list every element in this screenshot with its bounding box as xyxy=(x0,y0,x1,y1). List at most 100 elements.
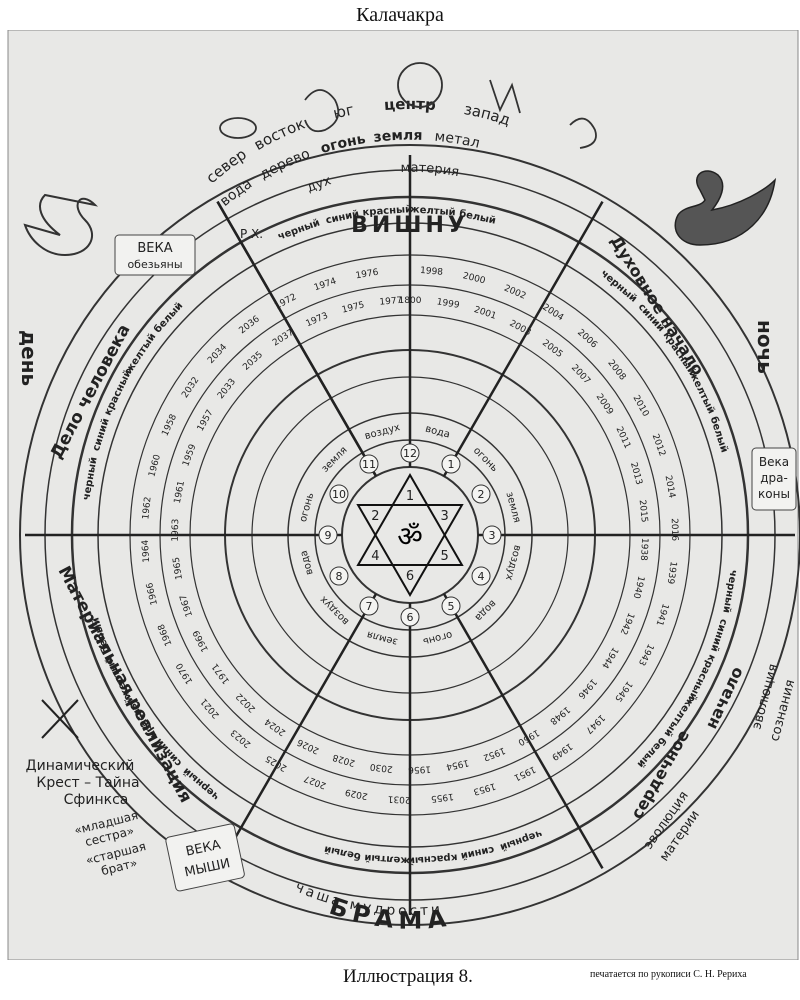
sphinx-cross xyxy=(41,699,79,739)
vishnu-label: ВИШНУ xyxy=(351,213,469,238)
inner-number-circle-9 xyxy=(318,525,338,545)
paper-background xyxy=(7,30,799,960)
inner-number-circle-11 xyxy=(359,454,379,474)
spokes xyxy=(25,155,795,915)
year-1965-56: 1965 xyxy=(172,556,185,580)
inner-number-3: 3 xyxy=(489,529,496,542)
year-1956-38: 1956 xyxy=(408,763,432,774)
year-1963-58: 1963 xyxy=(171,519,181,542)
star-number-5: 5 xyxy=(441,549,449,564)
year-2029-41: 2029 xyxy=(344,786,369,800)
animal-glyphs xyxy=(219,62,597,149)
year-1976-75: 1976 xyxy=(355,268,379,282)
veka-myshi-box xyxy=(165,823,245,892)
color-label-0-2: красный xyxy=(362,204,412,218)
dragon-icon xyxy=(304,89,340,133)
year-1939-21: 1939 xyxy=(665,561,678,585)
ring-outer xyxy=(19,144,800,926)
cross-label-2: Крест – Тайна xyxy=(36,775,139,791)
year-2014-17: 2014 xyxy=(663,475,677,500)
inner-number-10: 10 xyxy=(332,488,346,501)
cat-icon xyxy=(569,117,597,149)
sub-earth: земля xyxy=(373,128,423,146)
inner-number-circle-2 xyxy=(471,484,491,504)
inner-number-circle-7 xyxy=(359,596,379,616)
veka-myshi-1: ВЕКА xyxy=(184,838,222,860)
year-1964-57: 1964 xyxy=(141,539,152,563)
year-2015-18: 2015 xyxy=(637,499,649,523)
year-1954-36: 1954 xyxy=(445,757,470,771)
inner-number-7: 7 xyxy=(366,600,373,613)
star-number-4: 4 xyxy=(371,549,379,564)
inner-number-circle-6 xyxy=(400,607,420,627)
matter-label: материя xyxy=(400,161,460,180)
year-1977-76: 1977 xyxy=(379,296,403,308)
year-1800-0: 1800 xyxy=(399,296,422,306)
figure-caption: Иллюстрация 8. xyxy=(343,966,473,987)
swan-left-icon xyxy=(23,193,99,257)
veka-drakona-box xyxy=(751,447,797,511)
color-label-3-3: желтый xyxy=(364,852,411,866)
year-1961-60: 1961 xyxy=(173,480,187,504)
inner-number-4: 4 xyxy=(478,570,485,583)
star-number-1: 1 xyxy=(406,489,414,504)
spoke-1 xyxy=(442,200,604,477)
peacock-icon xyxy=(397,62,443,108)
star-triangle-down xyxy=(356,504,464,598)
swan-right-icon xyxy=(674,170,777,246)
inner-number-5: 5 xyxy=(448,600,455,613)
veka-obezyany-box xyxy=(114,234,196,276)
inner-number-circle-5 xyxy=(441,596,461,616)
veka-obezyany-2: обезьяны xyxy=(127,258,182,271)
cross-label-3: Сфинкса xyxy=(64,792,129,808)
veka-drakona-1: Века xyxy=(759,455,789,469)
year-2016-19: 2016 xyxy=(669,518,679,541)
inner-number-circle-4 xyxy=(471,566,491,586)
inner-number-circle-8 xyxy=(329,566,349,586)
om-symbol: ॐ xyxy=(397,520,423,553)
color-label-3-2: красный xyxy=(408,851,458,865)
turtle-icon xyxy=(219,117,257,139)
star-number-2: 2 xyxy=(371,509,379,524)
rh-label: Р.Х. xyxy=(240,227,263,241)
veka-obezyany-1: ВЕКА xyxy=(137,241,172,256)
credit-note: печатается по рукописи С. Н. Рериха xyxy=(590,969,747,980)
star-number-6: 6 xyxy=(406,569,414,584)
color-label-0-3: желтый xyxy=(409,204,456,218)
year-1955-37: 1955 xyxy=(430,791,454,804)
inner-number-circle-3 xyxy=(482,525,502,545)
inner-number-circle-1 xyxy=(441,454,461,474)
night-label: ночь xyxy=(753,320,777,374)
inner-number-8: 8 xyxy=(335,570,342,583)
inner-number-6: 6 xyxy=(407,611,414,624)
star-number-3: 3 xyxy=(441,509,449,524)
day-label: день xyxy=(17,330,41,386)
page-title: Калачакра xyxy=(356,4,444,26)
inner-number-circle-10 xyxy=(329,484,349,504)
year-1999-2: 1999 xyxy=(436,297,460,311)
year-1938-20: 1938 xyxy=(638,538,649,562)
veka-drakona-3: коны xyxy=(758,487,790,501)
cross-line-2 xyxy=(41,699,79,739)
star-triangle-up xyxy=(356,472,464,566)
inner-number-9: 9 xyxy=(325,529,332,542)
year-2031-39: 2031 xyxy=(388,793,411,804)
cross-label-1: Динамический xyxy=(26,758,135,774)
year-2030-40: 2030 xyxy=(369,761,393,774)
year-1962-59: 1962 xyxy=(141,496,153,520)
inner-number-1: 1 xyxy=(448,458,455,471)
veka-drakona-2: дра- xyxy=(760,471,788,485)
spoke-3 xyxy=(442,593,604,870)
inner-number-circle-12 xyxy=(400,443,420,463)
spoke-4 xyxy=(216,593,378,870)
inner-number-12: 12 xyxy=(403,447,417,460)
spoke-6 xyxy=(216,200,378,477)
star-numbers: 1 2 3 4 5 6 xyxy=(371,489,449,584)
inner-number-2: 2 xyxy=(478,488,485,501)
man-icon xyxy=(489,79,521,114)
star-of-david xyxy=(356,472,464,598)
inner-number-11: 11 xyxy=(362,458,376,471)
year-1998-1: 1998 xyxy=(420,266,444,278)
